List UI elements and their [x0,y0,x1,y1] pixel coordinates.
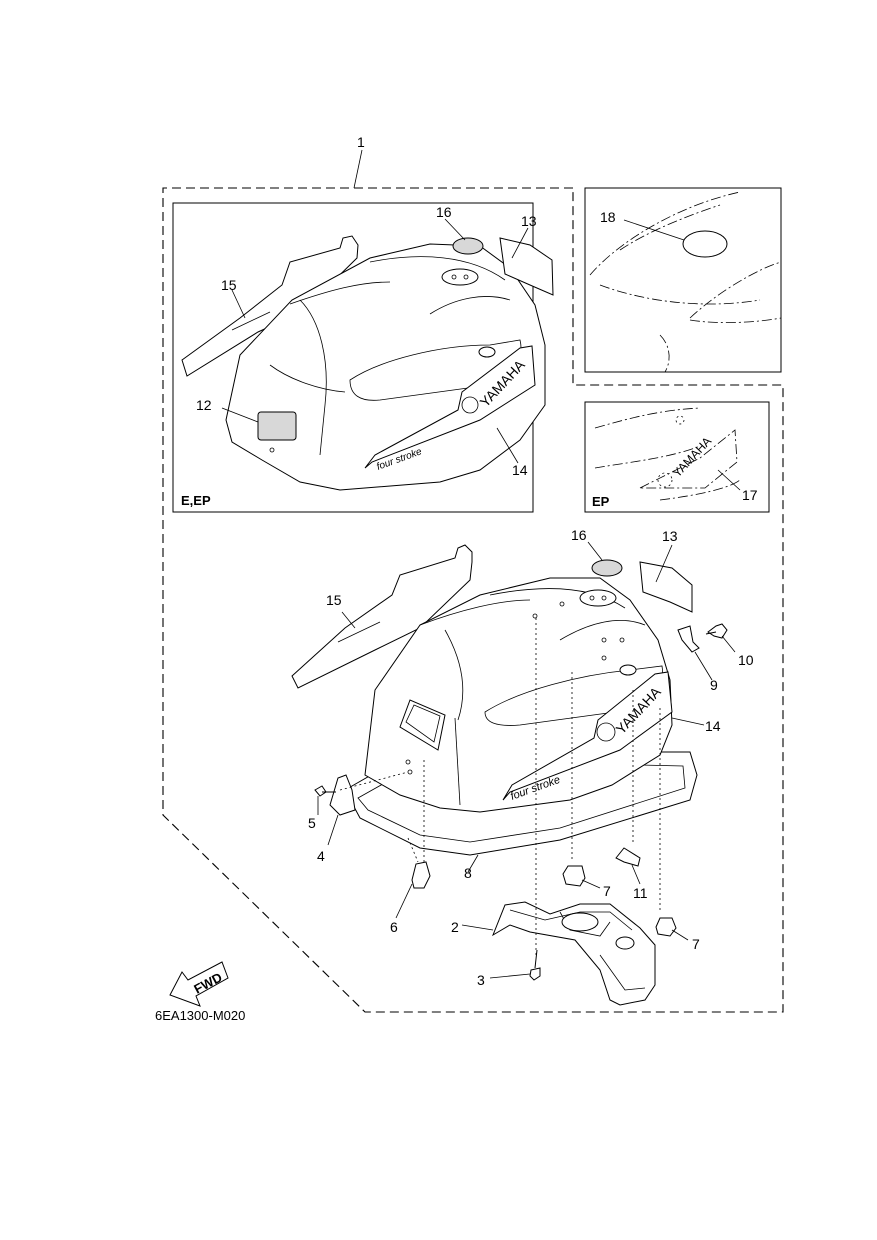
callout-9: 9 [710,677,718,693]
seal-strip-15-inset [181,235,359,377]
seal-strip-15 [291,544,473,689]
fwd-arrow-icon: FWD [169,961,229,1007]
callout-15-inset: 15 [221,277,237,293]
inset-ep: YAMAHA [594,407,741,501]
diagram-code: 6EA1300-M020 [155,1008,245,1023]
callout-15: 15 [326,592,342,608]
fwd-label: FWD [191,970,224,997]
side-decal-14-inset [364,345,536,469]
screw-3 [529,967,541,981]
clip-11 [615,847,641,867]
callout-7b: 7 [692,936,700,952]
callout-5: 5 [308,815,316,831]
grommet-6 [411,861,431,889]
callout-8: 8 [464,865,472,881]
rear-decal-13 [639,561,693,613]
brand-text-ep: YAMAHA [670,434,714,480]
inset-cowling: YAMAHA four stroke [181,235,554,491]
pin-5 [314,785,327,797]
callout-1: 1 [357,134,365,150]
grommet-16 [591,559,623,577]
assembly-boundary [162,187,784,1013]
callout-labels: 1 2 3 4 5 6 7 7 8 9 10 11 12 13 14 14 15… [196,134,758,988]
mount-7b [655,917,677,937]
side-decal-14 [502,671,673,801]
callout-7a: 7 [603,883,611,899]
cowl-body-inset [225,243,546,491]
callout-18: 18 [600,209,616,225]
callout-16-inset: 16 [436,204,452,220]
inset-detail-18 [589,191,782,373]
inset-frame-detail-18 [584,187,782,373]
main-cowling: YAMAHA four stroke [291,544,698,856]
grommet-ring-18 [682,230,728,258]
callout-2: 2 [451,919,459,935]
callout-11: 11 [633,885,648,901]
bolt-10 [707,623,728,639]
callout-14: 14 [705,718,721,734]
clip-9 [677,625,700,653]
rear-decal-13-inset [499,237,554,296]
callout-3: 3 [477,972,485,988]
callout-4: 4 [317,848,325,864]
vent-opening [399,699,446,751]
bracket-4 [329,774,356,816]
grommet-16-inset [452,237,484,255]
variant-tag-e-ep: E,EP [181,493,211,508]
callout-13: 13 [662,528,678,544]
mount-7a [562,865,586,887]
variant-tag-ep: EP [592,494,610,509]
callout-16: 16 [571,527,587,543]
inset-frame-ep [584,401,770,513]
callout-14-inset: 14 [512,462,528,478]
callout-6: 6 [390,919,398,935]
vent-plate-12-inset [257,411,297,441]
callout-17: 17 [742,487,758,503]
callout-12: 12 [196,397,212,413]
callout-13-inset: 13 [521,213,537,229]
callout-10: 10 [738,652,754,668]
lower-bracket-2 [491,901,656,1006]
